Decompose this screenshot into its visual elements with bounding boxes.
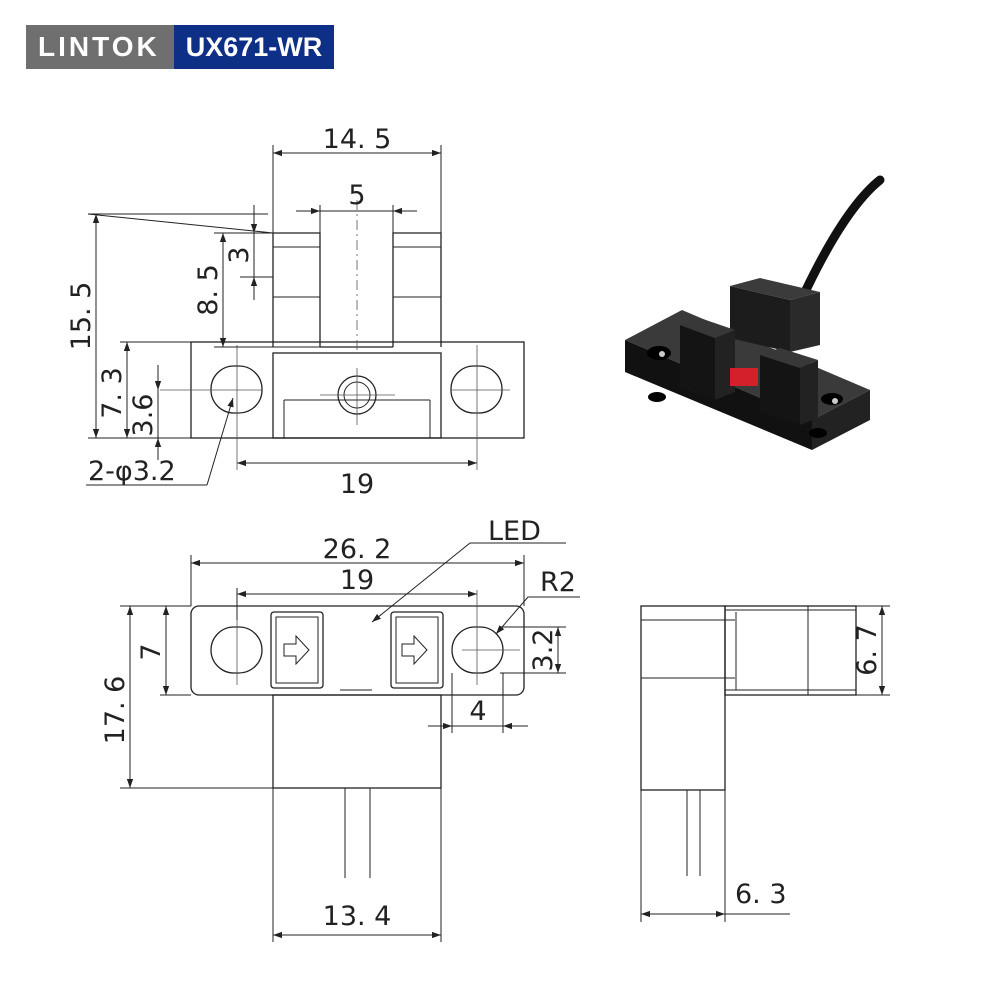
brand-logo: LINTOK — [26, 25, 174, 69]
side-view: 6. 7 6. 3 — [640, 605, 890, 922]
top-mount-hole-left — [210, 626, 263, 674]
front-mount-hole-left — [210, 365, 263, 414]
front-mount-hole-right — [450, 365, 503, 414]
arrow-icon-right — [401, 634, 428, 666]
dim-width-top: 14. 5 — [323, 124, 392, 155]
top-flange — [190, 605, 525, 696]
model-number: UX671-WR — [173, 25, 335, 69]
product-photo — [625, 175, 885, 450]
top-lens-left — [270, 611, 324, 689]
radius-label: R2 — [540, 567, 576, 598]
side-body — [640, 605, 726, 791]
dim-flange-height: 7. 3 — [97, 367, 128, 419]
dim-flange-width: 7 — [136, 643, 167, 660]
arrow-icon-left — [283, 634, 310, 666]
front-view: 14. 5 5 15. 5 8. 5 3 7. 3 3.6 — [66, 124, 525, 500]
dim-body-depth: 6. 3 — [735, 879, 787, 910]
top-body — [272, 694, 442, 789]
dim-hole-size: 3.2 — [528, 629, 559, 672]
dim-hole-height: 3.6 — [128, 394, 159, 437]
dim-total-height: 15. 5 — [66, 282, 97, 351]
dim-slot-depth: 8. 5 — [193, 264, 224, 316]
dim-total-depth: 17. 6 — [100, 676, 131, 745]
front-left-arm — [272, 232, 321, 347]
dim-hole-spacing: 19 — [340, 469, 374, 500]
top-lens-right — [390, 611, 444, 689]
top-view: 26. 2 19 LED R2 7 17. 6 3.2 4 — [100, 516, 580, 942]
dim-slot-width: 5 — [348, 180, 365, 211]
dim-flange-length: 26. 2 — [323, 534, 392, 565]
dim-body-width: 13. 4 — [323, 901, 392, 932]
brand-header: LINTOK UX671-WR — [26, 25, 335, 69]
led-label: LED — [488, 516, 541, 547]
front-right-arm — [392, 232, 442, 347]
dim-lens-height: 3 — [224, 246, 255, 263]
dim-hole-spacing-top: 19 — [340, 565, 374, 596]
dim-hole-offset: 4 — [469, 696, 486, 727]
front-body — [272, 352, 442, 439]
hole-callout: 2-φ3.2 — [88, 456, 176, 487]
side-arm — [724, 605, 857, 696]
dim-arm-height: 6. 7 — [852, 624, 883, 676]
